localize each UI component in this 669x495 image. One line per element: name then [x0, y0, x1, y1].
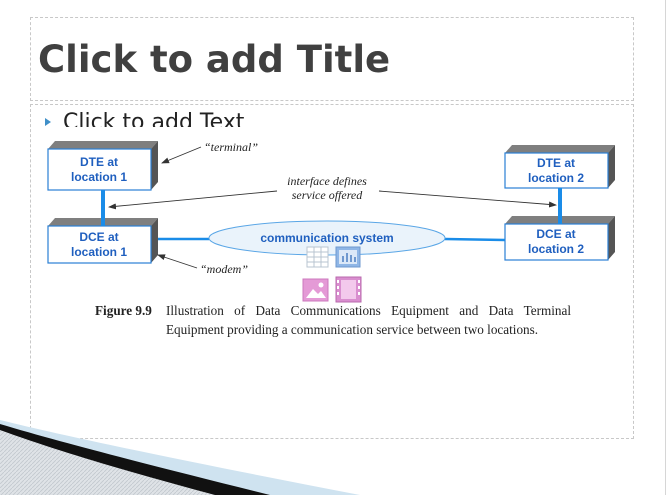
interface-pointer-right	[378, 190, 557, 208]
communication-system-label: communication system	[260, 231, 393, 245]
dce-location-1-box: DCE at location 1	[47, 218, 158, 264]
bullet-icon	[45, 118, 51, 126]
dce1-label-line1: DCE at	[79, 230, 118, 244]
figure-diagram: DTE at location 1 DCE at location 1 DTE …	[31, 127, 633, 438]
content-placeholder[interactable]: Click to add Text DTE at location 1	[30, 104, 634, 439]
dce1-label-line2: location 1	[71, 245, 127, 259]
dte2-label-line2: location 2	[528, 171, 584, 185]
dte-location-2-box: DTE at location 2	[504, 145, 615, 189]
insert-media-icon[interactable]	[335, 276, 362, 303]
title-placeholder-text: Click to add Title	[38, 38, 391, 81]
interface-annotation-line2: service offered	[292, 188, 364, 202]
insert-picture-icon[interactable]	[302, 278, 329, 302]
insert-table-icon[interactable]	[306, 246, 329, 268]
corner-swoosh-pattern	[0, 430, 215, 495]
dte1-label-line2: location 1	[71, 170, 127, 184]
dce2-label-line2: location 2	[528, 242, 584, 256]
interface-annotation-line1: interface defines	[287, 174, 367, 188]
link-network-dce2	[444, 237, 506, 242]
modem-annotation: “modem”	[200, 262, 248, 276]
terminal-pointer	[161, 146, 202, 164]
modem-pointer	[157, 254, 198, 269]
figure-caption-label: Figure 9.9	[95, 303, 152, 318]
insert-chart-icon[interactable]	[335, 246, 361, 268]
dte2-label-line1: DTE at	[537, 156, 575, 170]
dce-location-2-box: DCE at location 2	[504, 216, 615, 261]
slide-edge	[665, 0, 666, 495]
dte1-label-line1: DTE at	[80, 155, 118, 169]
interface-pointer-left	[108, 190, 278, 210]
dte-location-1-box: DTE at location 1	[47, 141, 158, 191]
title-placeholder[interactable]: Click to add Title	[30, 17, 634, 101]
terminal-annotation: “terminal”	[204, 140, 258, 154]
figure-caption-text: Illustration of Data Communications Equi…	[166, 303, 571, 337]
dce2-label-line1: DCE at	[536, 227, 575, 241]
figure-caption: Figure 9.9 Illustration of Data Communic…	[95, 301, 571, 339]
